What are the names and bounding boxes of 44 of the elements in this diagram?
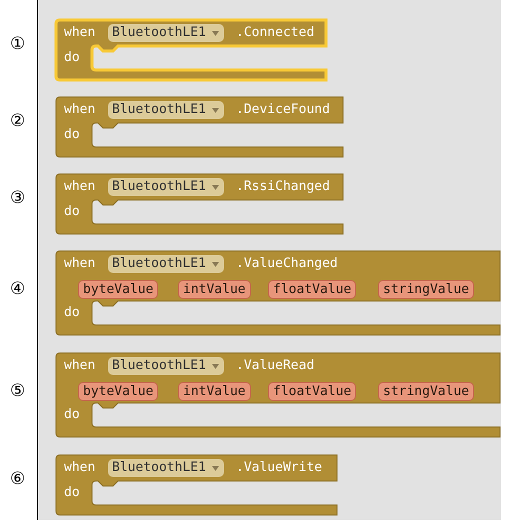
step-number: ② [10,111,26,131]
event-block [56,455,337,515]
do-keyword: do [64,204,80,220]
step-number: ① [10,34,26,54]
parameter-chip: stringValue [378,280,474,299]
component-dropdown: BluetoothLE1 [108,255,224,273]
parameter-chip: floatValue [268,382,356,401]
component-dropdown: BluetoothLE1 [108,178,224,196]
parameter-chip: floatValue [268,280,356,299]
event-block [56,353,500,437]
event-block [56,251,500,335]
do-keyword: do [64,305,80,321]
step-number: ⑥ [10,469,26,489]
step-number: ⑤ [10,381,26,401]
component-dropdown: BluetoothLE1 [108,24,224,42]
event-name: .ValueWrite [236,460,322,476]
when-keyword: when [64,460,96,476]
event-block [56,20,326,80]
event-name: .DeviceFound [236,102,330,118]
when-keyword: when [64,256,96,272]
event-block [56,174,343,234]
component-dropdown: BluetoothLE1 [108,101,224,119]
component-dropdown: BluetoothLE1 [108,459,224,477]
parameter-chip: byteValue [78,280,158,299]
when-keyword: when [64,102,96,118]
do-keyword: do [64,127,80,143]
parameter-chip: intValue [178,382,251,401]
step-number: ④ [10,279,26,299]
parameter-chip: stringValue [378,382,474,401]
do-keyword: do [64,407,80,423]
parameter-chip: byteValue [78,382,158,401]
when-keyword: when [64,179,96,195]
event-name: .Connected [236,25,314,41]
event-name: .RssiChanged [236,179,330,195]
step-number: ③ [10,188,26,208]
parameter-chip: intValue [178,280,251,299]
event-block [56,97,343,157]
do-keyword: do [64,50,80,66]
event-name: .ValueChanged [236,256,338,272]
when-keyword: when [64,358,96,374]
event-name: .ValueRead [236,358,314,374]
when-keyword: when [64,25,96,41]
component-dropdown: BluetoothLE1 [108,357,224,375]
do-keyword: do [64,485,80,501]
